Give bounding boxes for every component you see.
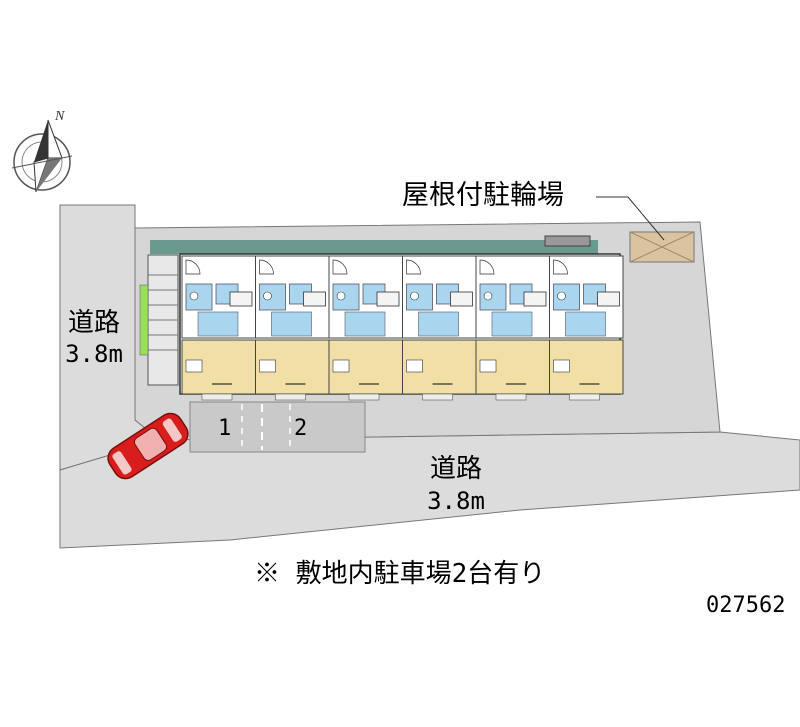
parking-note: ※ 敷地内駐車場2台有り xyxy=(254,559,546,589)
ac-units xyxy=(544,235,591,247)
west-road-name: 道路 xyxy=(67,308,120,338)
unit-balcony xyxy=(422,393,453,401)
unit-kitchen xyxy=(376,291,400,307)
unit-kitchen xyxy=(597,291,620,307)
unit-closet xyxy=(185,359,203,373)
unit-toilet xyxy=(263,291,272,301)
bicycle-parking-leader xyxy=(596,196,665,241)
unit-closet xyxy=(332,359,350,373)
unit-balcony xyxy=(201,393,233,401)
unit-toilet xyxy=(483,291,493,301)
unit-corridor xyxy=(418,311,459,337)
unit-balcony xyxy=(569,393,600,401)
unit-corridor xyxy=(271,311,312,337)
parking-space-2-label: 2 xyxy=(294,416,308,441)
apartment-units xyxy=(181,255,624,401)
unit-corridor xyxy=(565,311,606,337)
west-road-width: 3.8m xyxy=(65,340,123,368)
unit-bath xyxy=(479,283,507,311)
compass-north-label: N xyxy=(54,109,65,124)
unit-closet xyxy=(406,359,423,373)
unit-kitchen xyxy=(303,291,326,307)
unit-door xyxy=(406,259,421,275)
unit-closet xyxy=(479,359,497,373)
stairs xyxy=(139,254,179,386)
unit-corridor xyxy=(344,311,386,337)
unit-toilet xyxy=(557,291,566,301)
unit-closet xyxy=(259,359,276,373)
unit-door xyxy=(185,259,201,275)
parking-area xyxy=(189,401,366,453)
unit-door xyxy=(259,259,274,275)
south-road-width: 3.8m xyxy=(427,487,485,515)
unit-toilet xyxy=(189,291,199,301)
unit-door xyxy=(479,259,495,275)
unit-kitchen xyxy=(229,291,253,307)
unit-balcony xyxy=(275,393,306,401)
unit-corridor xyxy=(197,311,239,337)
unit-balcony xyxy=(495,393,527,401)
south-road-name: 道路 xyxy=(429,454,482,484)
unit-kitchen xyxy=(450,291,473,307)
unit-toilet xyxy=(336,291,346,301)
unit-toilet xyxy=(410,291,419,301)
unit-door xyxy=(332,259,348,275)
property-code: 027562 xyxy=(706,593,786,618)
unit-balcony xyxy=(348,393,380,401)
building-wall xyxy=(150,240,598,254)
compass-rose-icon xyxy=(11,119,73,193)
parking-space-1-label: 1 xyxy=(218,416,232,441)
car-icon xyxy=(107,412,189,480)
unit-corridor xyxy=(491,311,533,337)
unit-kitchen xyxy=(523,291,547,307)
unit-door xyxy=(553,259,568,275)
unit-closet xyxy=(553,359,570,373)
bicycle-parking-label: 屋根付駐輪場 xyxy=(402,180,564,211)
